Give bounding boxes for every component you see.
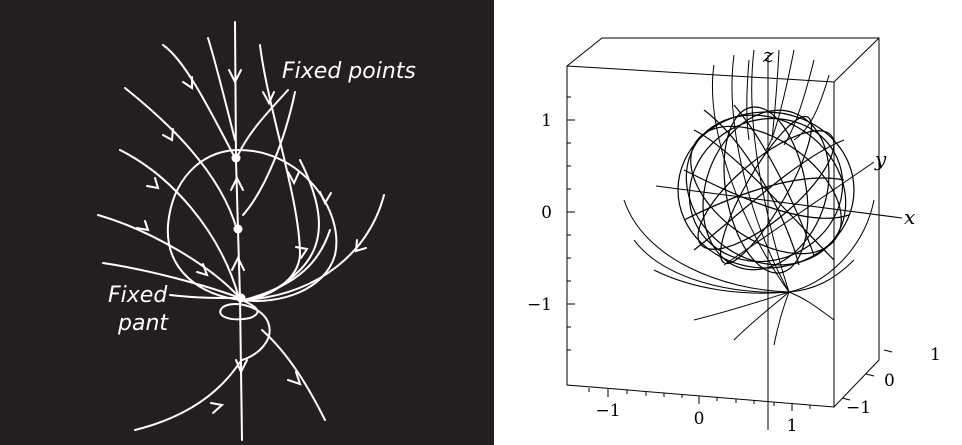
front-tick-0: 0 <box>694 409 705 429</box>
front-tick-neg1: −1 <box>595 401 620 421</box>
y-axis-label: y <box>874 147 887 171</box>
sphere-trajectories <box>657 84 875 295</box>
z-axis-label: z <box>762 43 774 67</box>
flow-line-2 <box>125 88 237 230</box>
flow-line-11 <box>208 38 235 140</box>
front-tick-1: 1 <box>787 416 798 436</box>
fixed-point-top <box>232 154 241 163</box>
fixed-point-bottom <box>237 294 246 303</box>
side-tick-neg1: −1 <box>846 398 871 418</box>
flow-line-8 <box>243 160 319 300</box>
flow-line-3 <box>120 150 239 298</box>
3d-trajectory-plot: z x y 1 0 −1 −1 0 1 1 0 −1 <box>494 0 962 445</box>
fixed-point-label-line1: Fixed <box>108 283 168 308</box>
fixed-point-middle <box>234 225 243 234</box>
side-tick-0: 0 <box>884 371 895 391</box>
box-outline <box>567 38 879 407</box>
spiral-lower-branch <box>262 330 325 420</box>
fixed-point-label-line2: pant <box>117 311 169 336</box>
hand-drawn-phase-portrait: Fixed points Fixed pant <box>0 0 494 445</box>
z-tick-1: 1 <box>541 111 552 131</box>
plot3d-canvas: z x y 1 0 −1 −1 0 1 1 0 −1 <box>494 0 962 445</box>
z-tick-0: 0 <box>541 203 552 223</box>
side-tick-1: 1 <box>930 345 941 365</box>
z-tick-neg1: −1 <box>527 295 552 315</box>
box-front-top-edge <box>567 38 879 82</box>
fixed-points-label: Fixed points <box>282 59 416 84</box>
x-axis-label: x <box>904 205 915 229</box>
sphere-circle <box>168 150 337 301</box>
flow-line-6 <box>135 362 240 430</box>
sketch-canvas: Fixed points Fixed pant <box>0 0 494 445</box>
